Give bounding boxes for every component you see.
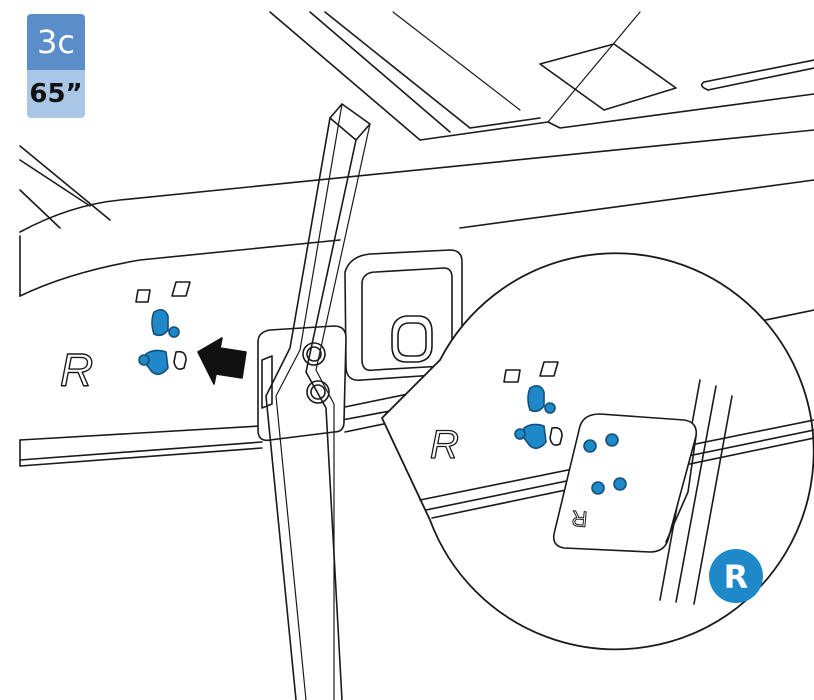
- panel-marking: [136, 282, 190, 374]
- callout-badge-letter: R: [724, 558, 749, 596]
- tv-back-left-edge: [20, 146, 110, 228]
- arrow-left-icon: [198, 338, 246, 384]
- bracket-letter: R: [570, 506, 588, 532]
- stand-bracket: [258, 326, 346, 440]
- zoom-side-letter: R: [430, 423, 459, 467]
- side-letter-mark: R: [60, 344, 93, 396]
